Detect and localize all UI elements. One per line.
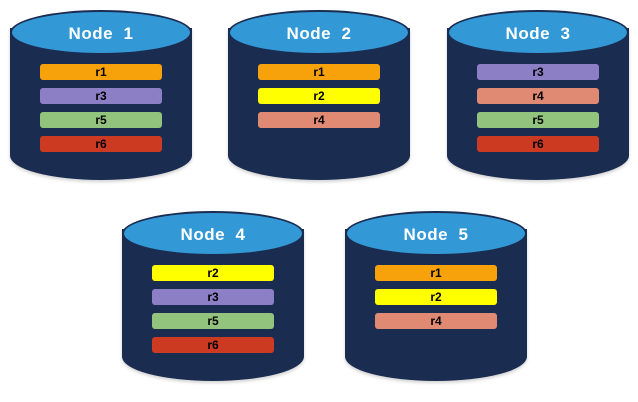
record-bar[interactable]: r2 [258,88,380,104]
cylinder-top-ellipse-icon [122,211,304,256]
record-bar[interactable]: r3 [477,64,599,80]
record-bar[interactable]: r3 [152,289,274,305]
record-list: r1 r2 r4 [258,64,380,136]
record-bar[interactable]: r1 [258,64,380,80]
record-list: r1 r3 r5 r6 [40,64,162,160]
record-list: r2 r3 r5 r6 [152,265,274,361]
record-bar[interactable]: r6 [152,337,274,353]
record-list: r1 r2 r4 [375,265,497,337]
record-bar[interactable]: r2 [152,265,274,281]
database-cylinder-5[interactable]: Node 5 r1 r2 r4 [345,209,527,389]
database-cylinder-2[interactable]: Node 2 r1 r2 r4 [228,8,410,188]
record-bar[interactable]: r5 [477,112,599,128]
database-cylinder-3[interactable]: Node 3 r3 r4 r5 r6 [447,8,629,188]
record-bar[interactable]: r6 [40,136,162,152]
node-label: Node 2 [286,24,352,43]
record-bar[interactable]: r5 [152,313,274,329]
record-bar[interactable]: r6 [477,136,599,152]
node-label: Node 3 [505,24,571,43]
node-label: Node 1 [68,24,134,43]
cylinder-top-ellipse-icon [447,10,629,55]
database-cylinder-4[interactable]: Node 4 r2 r3 r5 r6 [122,209,304,389]
cylinder-top-ellipse-icon [228,10,410,55]
cylinder-top-ellipse-icon [10,10,192,55]
record-bar[interactable]: r2 [375,289,497,305]
cylinder-top-ellipse-icon [345,211,527,256]
record-bar[interactable]: r1 [375,265,497,281]
record-bar[interactable]: r5 [40,112,162,128]
record-bar[interactable]: r4 [477,88,599,104]
record-bar[interactable]: r4 [375,313,497,329]
node-label: Node 4 [180,225,246,244]
record-list: r3 r4 r5 r6 [477,64,599,160]
database-cylinder-1[interactable]: Node 1 r1 r3 r5 r6 [10,8,192,188]
record-bar[interactable]: r4 [258,112,380,128]
node-label: Node 5 [403,225,469,244]
record-bar[interactable]: r1 [40,64,162,80]
record-bar[interactable]: r3 [40,88,162,104]
